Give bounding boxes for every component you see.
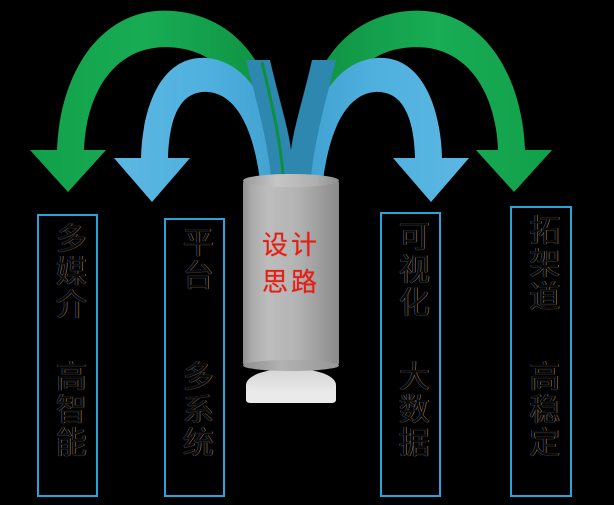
pillar-visualization[interactable]: 可视化 大数据 xyxy=(380,212,441,497)
pillar-platform-top-text: 平台 xyxy=(176,226,213,292)
pillar-platform[interactable]: 平台 多系统 xyxy=(164,218,225,497)
cylinder-reflection xyxy=(246,369,336,403)
pillar-architecture-top-text: 拓架道 xyxy=(523,214,560,313)
pillar-multimedia-bottom-text: 高智能 xyxy=(49,360,86,459)
pillar-architecture[interactable]: 拓架道 高稳定 xyxy=(510,206,572,497)
pillar-platform-content: 平台 多系统 xyxy=(166,220,223,495)
pillar-multimedia-content: 多媒介 高智能 xyxy=(39,216,96,495)
pillar-multimedia[interactable]: 多媒介 高智能 xyxy=(37,214,98,497)
pillar-multimedia-top-text: 多媒介 xyxy=(49,222,86,321)
pillar-visualization-bottom-text: 大数据 xyxy=(392,360,429,459)
cylinder-label: 设计 思路 xyxy=(243,228,339,302)
pillar-architecture-bottom-text: 高稳定 xyxy=(523,360,560,459)
cylinder-label-line1: 设计 xyxy=(261,231,320,261)
arrow-outer-left-icon xyxy=(30,10,286,197)
pillar-platform-bottom-text: 多系统 xyxy=(176,360,213,459)
pillar-architecture-content: 拓架道 高稳定 xyxy=(512,208,570,495)
arrow-outer-right-icon xyxy=(296,10,552,197)
pillar-visualization-top-text: 可视化 xyxy=(392,220,429,319)
cylinder-top-ellipse xyxy=(243,174,339,187)
cylinder-core: 设计 思路 xyxy=(243,174,339,371)
cylinder-bottom-edge xyxy=(243,360,339,371)
cylinder-label-line2: 思路 xyxy=(261,267,320,298)
pillar-visualization-content: 可视化 大数据 xyxy=(382,214,439,495)
cylinder-body xyxy=(243,180,339,366)
